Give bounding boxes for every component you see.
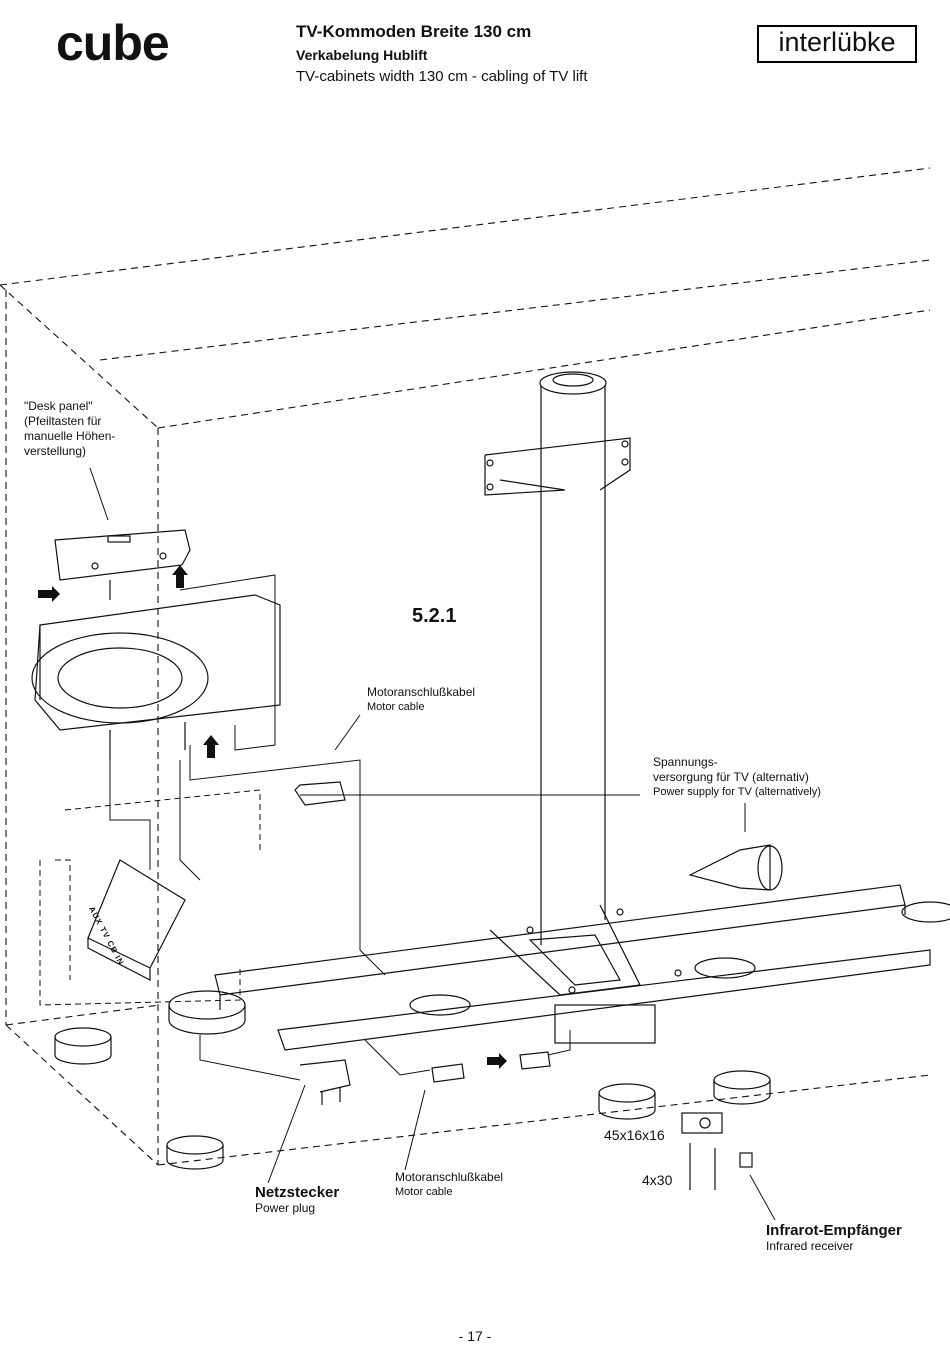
- subtitle-german: Verkabelung Hublift: [296, 47, 428, 63]
- page-title: TV-Kommoden Breite 130 cm: [296, 22, 532, 41]
- motor-cable-label-top: Motoranschlußkabel Motor cable: [367, 685, 476, 713]
- interluebke-logo: interlübke: [757, 25, 917, 63]
- brand-name: cube: [56, 15, 170, 71]
- motor-cable-label-bottom: Motoranschlußkabel Motor cable: [395, 1170, 504, 1198]
- block-dimensions-label: 45x16x16: [604, 1127, 665, 1143]
- power-plug-label: Netzstecker Power plug: [255, 1184, 340, 1215]
- cable-grommets: [168, 901, 950, 1035]
- desk-panel: [54, 529, 191, 600]
- lift-column: [484, 371, 631, 945]
- leader-lines: [89, 467, 776, 1221]
- furniture-feet: [54, 1027, 771, 1170]
- cabinet-outline: [0, 167, 931, 1166]
- section-number: 5.2.1: [412, 605, 457, 627]
- junction-box: [87, 859, 186, 981]
- infrared-receiver-label: Infrarot-Empfänger Infrared receiver: [766, 1222, 902, 1253]
- power-supply-tv-label: Spannungs- versorgung für TV (alternativ…: [653, 755, 821, 798]
- infrared-block: [681, 1112, 753, 1190]
- direction-arrows: [38, 565, 507, 1069]
- cables: [39, 574, 640, 1081]
- control-box: [31, 594, 281, 760]
- subtitle-english: TV-cabinets width 130 cm - cabling of TV…: [296, 68, 588, 85]
- desk-panel-label: "Desk panel" (Pfeiltasten für manuelle H…: [24, 399, 116, 458]
- plugs: [294, 781, 551, 1105]
- screw-dimensions-label: 4x30: [642, 1172, 673, 1188]
- base-frame: [214, 884, 931, 1051]
- tv-plug-cone: [688, 844, 783, 891]
- page-number: - 17 -: [458, 1328, 492, 1344]
